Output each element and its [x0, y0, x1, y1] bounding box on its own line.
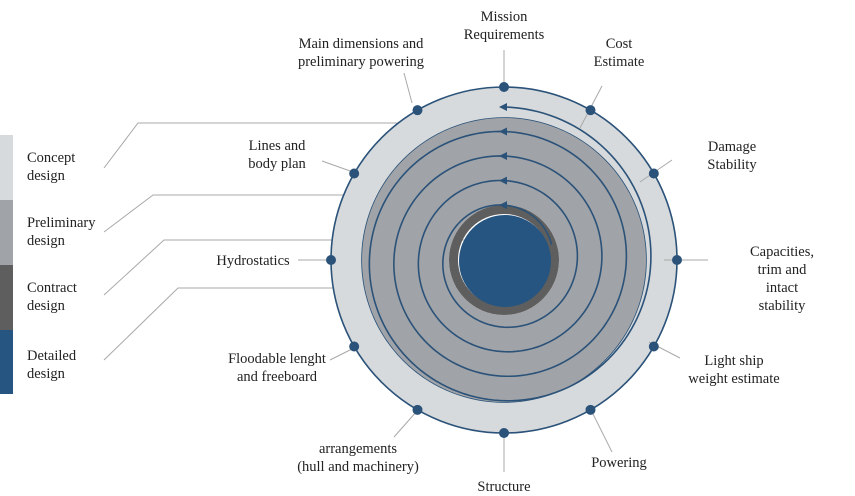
- step-dot-7: [412, 404, 423, 415]
- step-dot-4: [648, 341, 659, 352]
- leader-line-6: [393, 410, 418, 438]
- step-dot-9: [326, 255, 336, 265]
- leader-line-7: [329, 347, 355, 361]
- legend-swatch-preliminary: [0, 200, 13, 265]
- step-dot-10: [349, 168, 360, 179]
- step-label-mission-requirements: Mission Requirements: [463, 9, 545, 43]
- legend-label-preliminary: Preliminary design: [27, 215, 96, 249]
- step-label-damage-stability: Damage Stability: [707, 139, 757, 173]
- design-spiral-line: [368, 106, 652, 402]
- step-label-arrangements: arrangements (hull and machinery): [297, 441, 419, 475]
- step-dot-2: [648, 168, 659, 179]
- step-dot-8: [349, 341, 360, 352]
- legend-swatch-concept: [0, 135, 13, 200]
- detailed-design-core: [459, 215, 551, 307]
- leader-line-4: [589, 407, 613, 453]
- legend-label-concept: Concept design: [27, 150, 76, 184]
- step-dot-1: [585, 105, 596, 116]
- step-label-structure: Structure: [477, 479, 531, 495]
- step-dot-3: [672, 255, 682, 265]
- step-dot-11: [412, 105, 423, 116]
- spiral-arrow-2: [499, 152, 507, 161]
- spiral-arrow-4: [499, 201, 507, 210]
- step-dot-6: [499, 428, 509, 438]
- step-label-powering: Powering: [591, 455, 647, 471]
- leader-line-9: [321, 160, 354, 173]
- legend-swatch-contract: [0, 265, 13, 330]
- step-label-floodable-length: Floodable lenght and freeboard: [228, 351, 326, 385]
- step-label-light-ship: Light ship weight estimate: [688, 353, 780, 387]
- step-dot-0: [499, 82, 509, 92]
- step-dot-5: [585, 404, 596, 415]
- legend-label-detailed: Detailed design: [27, 348, 77, 382]
- step-label-hydrostatics: Hydrostatics: [216, 253, 290, 269]
- spiral-arrow-0: [499, 103, 507, 111]
- step-label-capacities-trim: Capacities, trim and intact stability: [749, 244, 815, 314]
- step-label-lines-body-plan: Lines and body plan: [248, 138, 306, 172]
- leader-line-10: [403, 72, 413, 104]
- legend-swatch-detailed: [0, 330, 13, 394]
- step-label-main-dimensions: Main dimensions and preliminary powering: [297, 36, 425, 70]
- spiral-arrow-1: [499, 127, 507, 136]
- spiral-arrow-3: [499, 176, 507, 185]
- legend-label-contract: Contract design: [27, 280, 77, 314]
- step-label-cost-estimate: Cost Estimate: [593, 36, 645, 70]
- legend-connector-0: [103, 122, 504, 169]
